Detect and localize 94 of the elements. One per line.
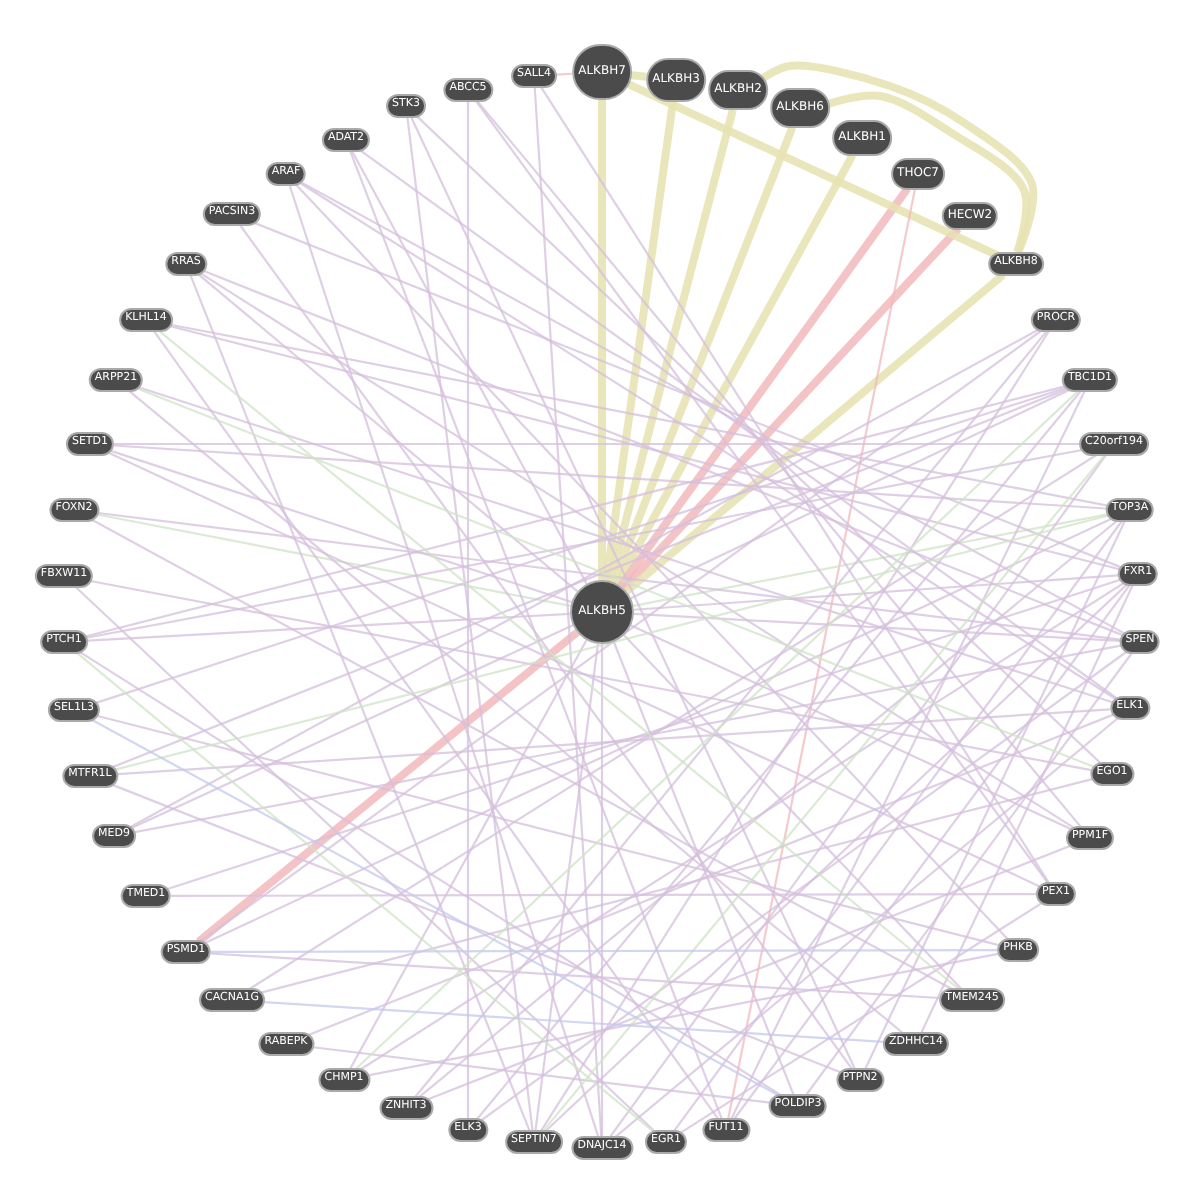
interaction-line: [623, 271, 1006, 595]
interaction-line: [602, 101, 677, 581]
interaction-line: [556, 72, 573, 76]
interaction-line: [476, 390, 1082, 1120]
interaction-line: [600, 644, 604, 1136]
interaction-line: [197, 273, 579, 593]
interaction-line: [78, 650, 783, 1097]
interaction-line: [90, 518, 955, 991]
interaction-line: [627, 80, 999, 259]
interaction-line: [306, 713, 1114, 1037]
interaction-line: [623, 634, 962, 990]
interaction-line: [107, 451, 1041, 888]
interaction-line: [90, 718, 782, 1098]
interaction-line: [354, 390, 1080, 1071]
interaction-line: [295, 183, 1009, 941]
interaction-line: [210, 952, 940, 1000]
interaction-line: [134, 644, 1122, 834]
interaction-line: [727, 189, 916, 1119]
interaction-line: [609, 125, 797, 584]
interaction-line: [633, 612, 1121, 642]
interaction-line: [113, 514, 1109, 771]
interaction-line: [312, 1046, 771, 1104]
interaction-line: [114, 442, 1079, 446]
interaction-line: [633, 574, 1119, 611]
interaction-line: [189, 275, 531, 1131]
interaction-line: [113, 444, 1107, 510]
interaction-line: [110, 783, 842, 1074]
interaction-line: [199, 329, 1043, 943]
interaction-line: [247, 453, 1098, 991]
interaction-line: [805, 652, 1133, 1096]
interaction-line: [606, 108, 737, 583]
interaction-line: [158, 329, 960, 990]
interaction-line: [480, 650, 1128, 1122]
interaction-line: [153, 330, 719, 1120]
interaction-line: [211, 948, 997, 954]
interaction-line: [86, 448, 1084, 639]
interaction-line: [406, 117, 534, 1131]
interaction-line: [130, 624, 574, 830]
interaction-line: [631, 71, 647, 81]
interaction-line: [612, 641, 795, 1095]
interaction-line: [202, 269, 1124, 637]
interaction-line: [171, 892, 1036, 898]
interaction-line: [170, 323, 1108, 507]
interaction-line: [418, 519, 1119, 1099]
interaction-line: [169, 324, 1120, 571]
interaction-line: [117, 708, 1111, 776]
interaction-line: [87, 612, 571, 642]
interaction-line: [613, 153, 857, 586]
interaction-line: [633, 513, 1108, 607]
interaction-line: [466, 102, 470, 1118]
interaction-line: [258, 778, 1093, 995]
interaction-line: [349, 151, 723, 1119]
interaction-line: [414, 330, 1048, 1098]
interaction-line: [196, 629, 580, 945]
interaction-line: [98, 511, 1121, 641]
interaction-line: [733, 584, 1131, 1120]
interaction-line: [864, 521, 1126, 1069]
interaction-line: [239, 224, 853, 1070]
interaction-line: [415, 115, 1102, 765]
interaction-line: [199, 272, 1076, 830]
interaction-line: [620, 225, 962, 592]
interaction-line: [760, 61, 1038, 254]
interaction-line: [96, 714, 1000, 947]
interaction-line: [425, 844, 1072, 1102]
interaction-line: [349, 639, 588, 1069]
interaction-line: [203, 517, 1113, 945]
interaction-line: [358, 581, 1125, 1072]
interaction-line: [534, 643, 600, 1131]
interaction-line: [540, 330, 1050, 1131]
interaction-line: [166, 578, 1121, 891]
interaction-line: [367, 952, 999, 1077]
interaction-line: [410, 117, 856, 1069]
interaction-line: [673, 520, 1123, 1132]
interaction-line: [630, 387, 1072, 600]
interaction-line: [828, 91, 1031, 254]
interaction-line: [544, 583, 1128, 1132]
interaction-line: [630, 624, 1073, 831]
interaction-line: [679, 901, 1043, 1134]
interaction-line: [351, 151, 588, 585]
interaction-line: [129, 328, 1041, 829]
interaction-line: [252, 221, 1122, 569]
interaction-line: [598, 100, 606, 580]
interaction-line: [920, 585, 1134, 1033]
interaction-line: [128, 389, 904, 1034]
interaction-line: [90, 579, 1092, 772]
interaction-line: [264, 1001, 884, 1043]
interaction-line: [97, 513, 571, 607]
interaction-line: [617, 186, 911, 589]
interaction-line: [730, 391, 1086, 1119]
interaction-line: [614, 716, 1119, 1138]
interaction-line: [533, 87, 603, 1137]
interaction-line: [85, 385, 1067, 638]
interaction-line: [109, 449, 572, 604]
interaction-line: [288, 185, 600, 1137]
